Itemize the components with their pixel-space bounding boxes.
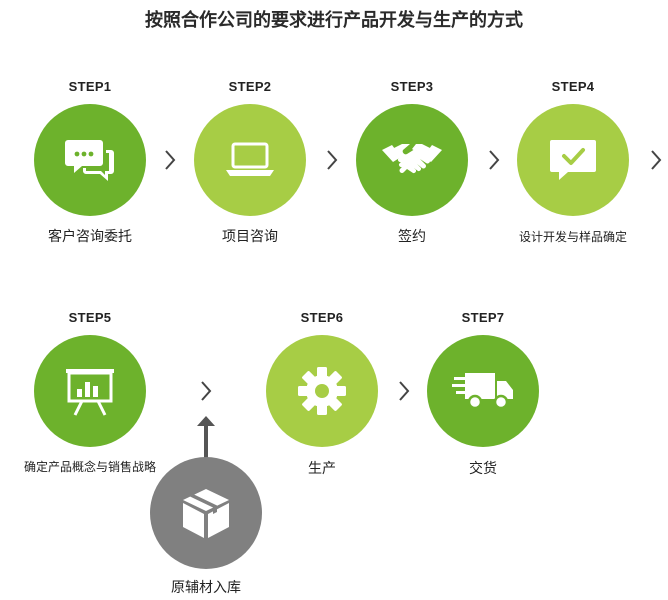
step1-label: STEP1 bbox=[68, 79, 112, 94]
chevron-right-icon bbox=[201, 381, 212, 401]
handshake-icon bbox=[382, 144, 442, 174]
check-bubble-icon bbox=[550, 140, 596, 180]
step1-caption: 客户咨询委托 bbox=[48, 229, 132, 245]
step5-caption: 确定产品概念与销售战略 bbox=[23, 460, 156, 474]
step3-label: STEP3 bbox=[390, 79, 434, 94]
raw-materials-circle bbox=[150, 457, 262, 569]
box-icon bbox=[183, 489, 229, 538]
step5-label: STEP5 bbox=[68, 310, 112, 325]
step7-caption: 交货 bbox=[469, 461, 497, 477]
gear-icon bbox=[298, 367, 346, 415]
step7-label: STEP7 bbox=[461, 310, 505, 325]
step4-caption: 设计开发与样品确定 bbox=[518, 230, 627, 244]
chevron-right-icon bbox=[327, 150, 338, 170]
step2-caption: 项目咨询 bbox=[222, 229, 278, 245]
chat-bubbles-icon bbox=[65, 140, 114, 181]
step6-label: STEP6 bbox=[300, 310, 344, 325]
chevron-right-icon bbox=[399, 381, 410, 401]
arrow-up-icon bbox=[197, 416, 215, 460]
step2-label: STEP2 bbox=[228, 79, 272, 94]
step6-caption: 生产 bbox=[308, 461, 336, 477]
presentation-board-icon bbox=[66, 369, 114, 416]
step2-circle bbox=[194, 104, 306, 216]
step3-caption: 签约 bbox=[398, 229, 426, 245]
page-title: 按照合作公司的要求进行产品开发与生产的方式 bbox=[145, 10, 523, 31]
step6-circle bbox=[266, 335, 378, 447]
step5-circle bbox=[34, 335, 146, 447]
chevron-right-icon bbox=[651, 150, 662, 170]
step1-circle bbox=[34, 104, 146, 216]
raw-materials-caption: 原辅材入库 bbox=[171, 580, 241, 596]
chevron-right-icon bbox=[165, 150, 176, 170]
laptop-icon bbox=[226, 142, 274, 176]
step7-circle bbox=[427, 335, 539, 447]
chevron-right-icon bbox=[489, 150, 500, 170]
step4-circle bbox=[517, 104, 629, 216]
delivery-truck-icon bbox=[452, 373, 513, 410]
step3-circle bbox=[356, 104, 468, 216]
step4-label: STEP4 bbox=[551, 79, 595, 94]
